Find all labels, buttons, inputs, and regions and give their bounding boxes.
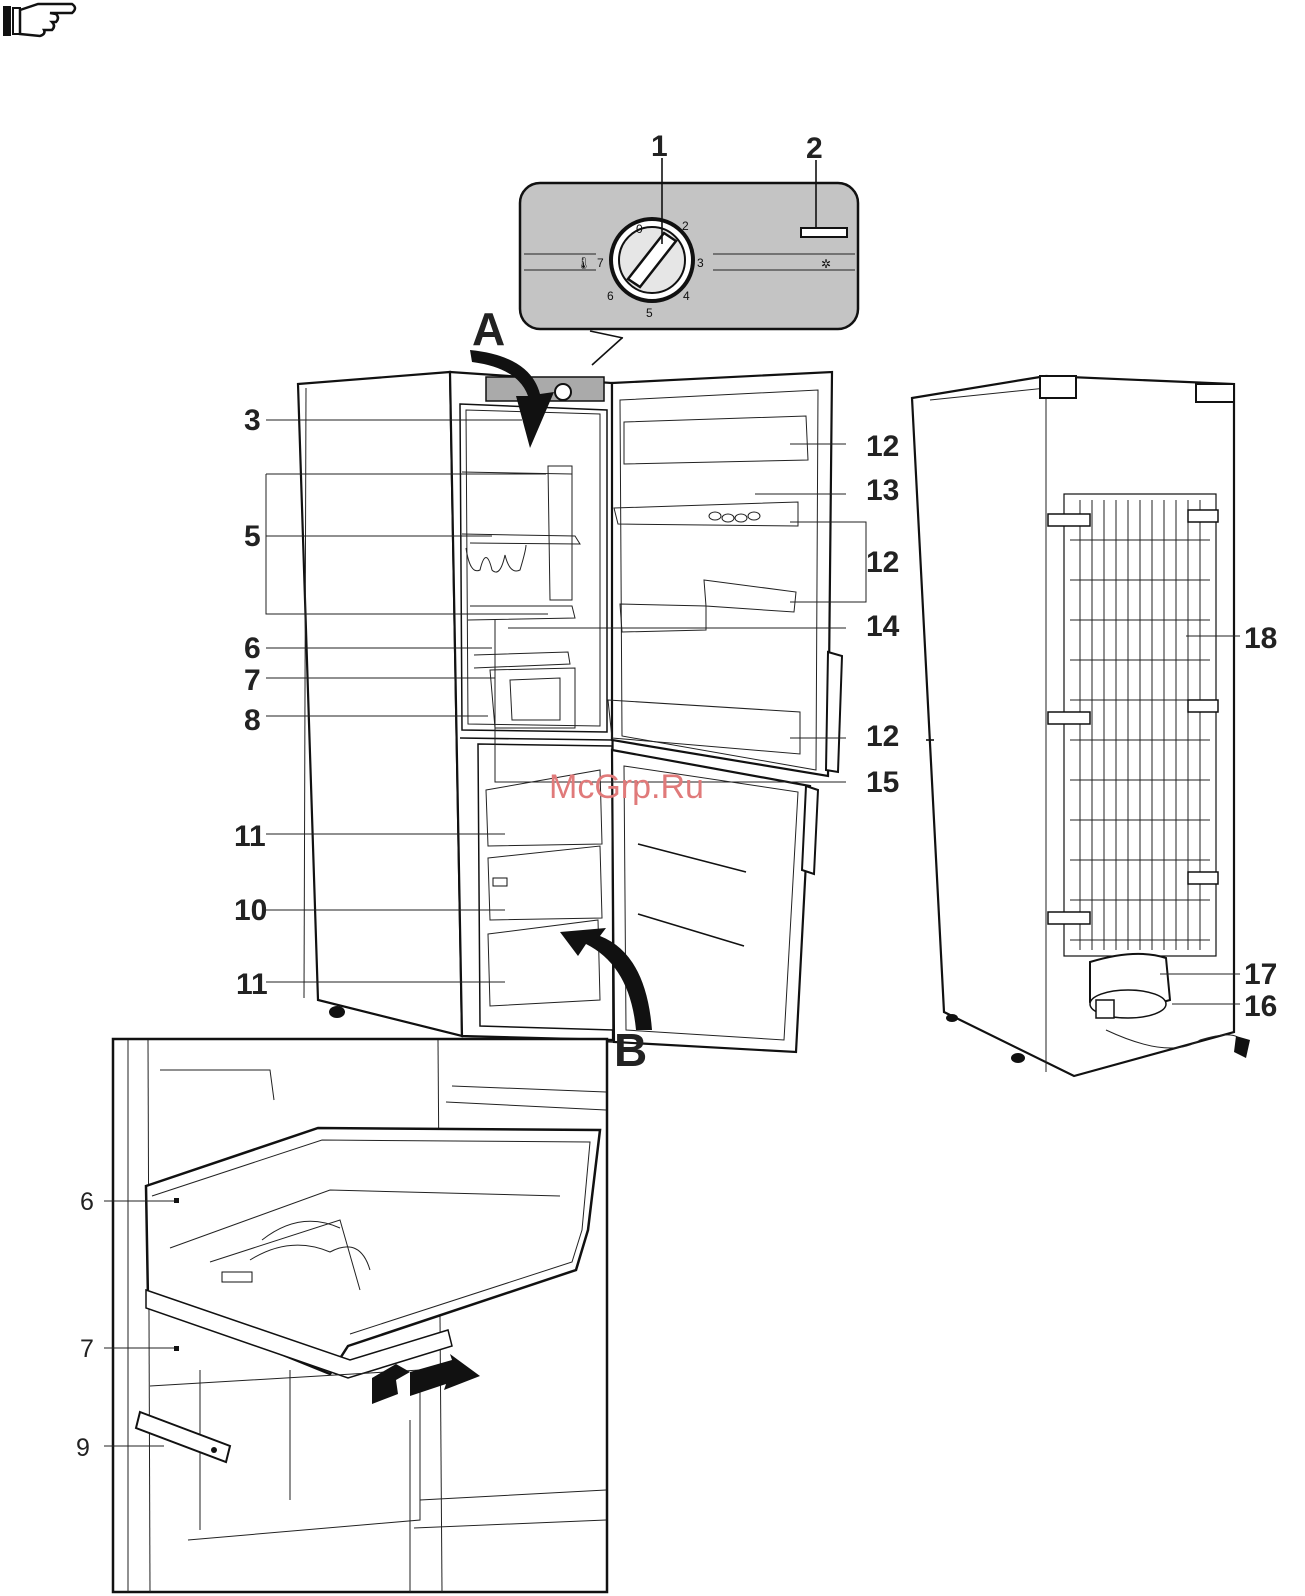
callout-17: 17 (1244, 958, 1277, 991)
callout-12-top: 12 (866, 430, 899, 463)
callout-1: 1 (651, 130, 668, 163)
callout-5: 5 (244, 520, 261, 553)
callout-12-bottom: 12 (866, 720, 899, 753)
thermometer-icon: 🌡 (576, 256, 591, 270)
callout-7: 7 (244, 664, 261, 697)
dial-number-0: 0 (636, 222, 643, 236)
snowflake-icon: ✲ (821, 257, 831, 271)
callout-3: 3 (244, 404, 261, 437)
inset-detail: 6 7 9 (76, 1039, 607, 1592)
callout-12-middle: 12 (866, 546, 899, 579)
callout-2: 2 (806, 132, 823, 165)
dial-number-2: 2 (682, 219, 689, 233)
dial-number-6: 6 (607, 289, 614, 303)
inset-callout-7: 7 (80, 1335, 94, 1363)
callout-13: 13 (866, 474, 899, 507)
dial-number-5: 5 (646, 306, 653, 320)
watermark: McGrp.Ru (549, 768, 704, 806)
indicator-light (801, 228, 847, 237)
callout-15: 15 (866, 766, 899, 799)
control-panel: 0 2 7 3 6 4 5 🌡 ✲ (520, 158, 858, 365)
callout-11-top: 11 (234, 820, 266, 853)
pointing-hand-icon (3, 4, 75, 36)
arrow-b-label: B (614, 1024, 647, 1076)
inset-callout-6: 6 (80, 1188, 94, 1216)
callout-11-bottom: 11 (236, 968, 268, 1001)
dial-number-4: 4 (683, 289, 690, 303)
callout-16: 16 (1244, 990, 1277, 1023)
callout-6: 6 (244, 632, 261, 665)
callout-8: 8 (244, 704, 261, 737)
callout-14: 14 (866, 610, 900, 643)
dial-number-3: 3 (697, 256, 704, 270)
dial-number-7: 7 (597, 256, 604, 270)
fridge-rear-view (912, 376, 1250, 1076)
arrow-a-label: A (472, 303, 505, 355)
inset-callout-9: 9 (76, 1434, 90, 1462)
callout-10: 10 (234, 894, 267, 927)
callout-18: 18 (1244, 622, 1277, 655)
